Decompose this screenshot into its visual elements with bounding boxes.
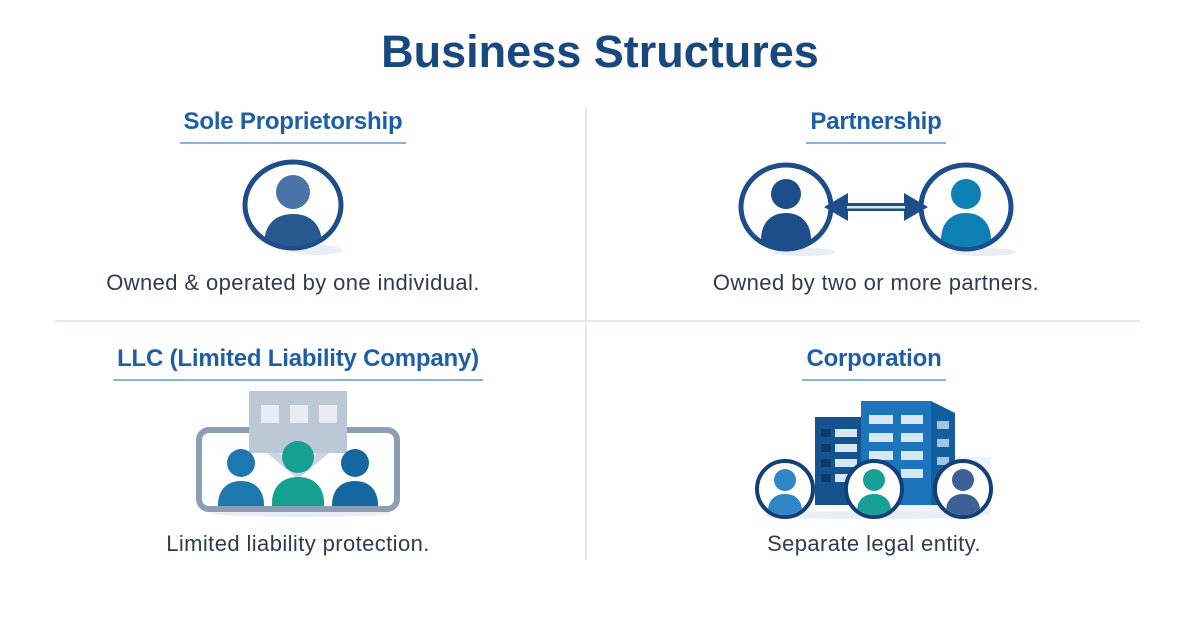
two-partners-icon — [641, 156, 1111, 258]
section-sole-proprietorship: Sole Proprietorship Owned & operated by … — [58, 108, 528, 296]
section-corporation: Corporation — [639, 345, 1109, 557]
avatar-teal — [844, 459, 904, 519]
sole-proprietorship-heading: Sole Proprietorship — [179, 108, 407, 144]
double-arrow-icon — [824, 193, 928, 221]
section-llc: LLC (Limited Liability Company) — [48, 345, 548, 557]
llc-team-icon — [48, 387, 548, 519]
page-title: Business Structures — [381, 26, 819, 77]
single-person-icon — [58, 156, 528, 258]
partnership-heading: Partnership — [806, 108, 946, 144]
section-partnership: Partnership — [641, 108, 1111, 296]
partnership-description: Owned by two or more partners. — [712, 270, 1040, 295]
sole-proprietorship-description: Owned & operated by one individual. — [106, 270, 480, 295]
llc-heading: LLC (Limited Liability Company) — [113, 345, 483, 381]
corporation-description: Separate legal entity. — [767, 531, 981, 556]
corporation-heading: Corporation — [802, 345, 946, 381]
llc-description: Limited liability protection. — [166, 531, 430, 556]
vertical-divider — [585, 108, 587, 560]
avatar-blue — [755, 459, 815, 519]
avatar-slate — [933, 459, 993, 519]
corporation-building-icon — [639, 387, 1109, 519]
horizontal-divider — [55, 320, 1140, 322]
